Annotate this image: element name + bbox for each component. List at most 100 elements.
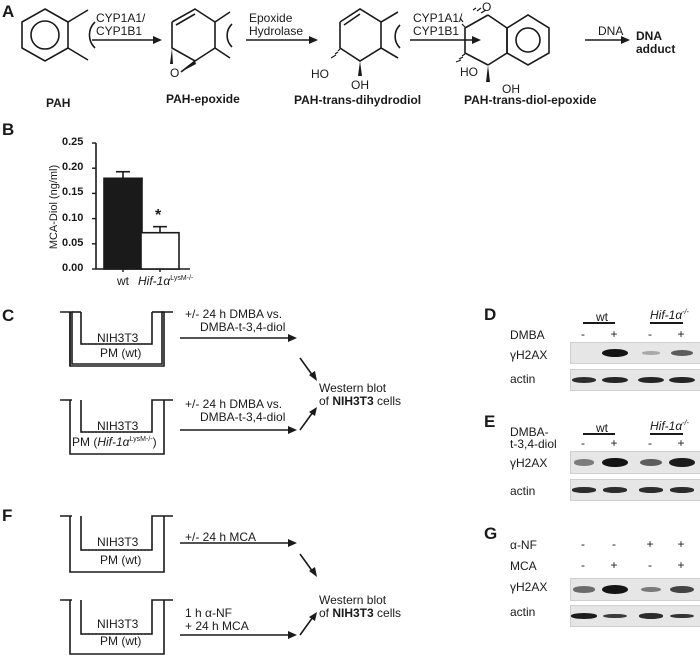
dna-adduct-line2: adduct bbox=[636, 42, 676, 56]
significance-asterisk: * bbox=[155, 206, 162, 224]
g-row-gh2ax: γH2AX bbox=[510, 580, 548, 594]
d-sign-lane-1: - bbox=[581, 327, 585, 341]
f-readout-bold: NIH3T3 bbox=[332, 606, 374, 620]
g-gh2ax-band-lane-3 bbox=[640, 586, 662, 593]
x-tick-label-sup: LysM-/- bbox=[170, 275, 194, 282]
bar-hif1 bbox=[140, 231, 180, 270]
dihydrodiol-oh: OH bbox=[351, 78, 369, 92]
f-readout-suffix: cells bbox=[373, 606, 402, 620]
d-group-ko: Hif-1α-/- bbox=[650, 308, 689, 322]
y-tick-label: 0.10 bbox=[62, 211, 84, 224]
step1-enzyme: CYP1A1/ CYP1B1 bbox=[96, 12, 145, 38]
c-well1-treat-line1: +/- 24 h DMBA vs. bbox=[185, 307, 283, 321]
f-readout: Western blot of NIH3T3 cells bbox=[319, 594, 401, 620]
f-well2-treatment: 1 h α-NF + 24 h MCA bbox=[185, 607, 249, 633]
compound-pah-trans-dihydrodiol: PAH-trans-dihydrodiol bbox=[294, 93, 422, 107]
g-row-actin: actin bbox=[510, 605, 536, 619]
c-well2-pm-prefix: PM ( bbox=[72, 435, 98, 449]
compound-pah: PAH bbox=[46, 96, 71, 110]
bar-chart bbox=[92, 142, 190, 272]
e-actin-band-lane-4 bbox=[669, 487, 695, 493]
g-anf-sign-lane-1: - bbox=[581, 537, 585, 551]
d-group-wt-bar bbox=[583, 322, 615, 324]
g-anf-sign-lane-4: + bbox=[677, 537, 685, 551]
e-actin-band-lane-1 bbox=[571, 487, 597, 493]
panel-letter-a: A bbox=[2, 2, 15, 21]
x-tick-label-text: Hif-1α bbox=[138, 274, 171, 288]
y-tick-label: 0.15 bbox=[62, 186, 84, 199]
x-tick-label: Hif-1αLysM-/- bbox=[138, 274, 193, 288]
d-actin-band-lane-2 bbox=[602, 376, 628, 384]
d-treatment-label: DMBA bbox=[510, 328, 545, 342]
g-mca-sign-lane-1: - bbox=[581, 558, 585, 572]
pah-structure bbox=[21, 7, 630, 82]
c-readout: Western blot of NIH3T3 cells bbox=[319, 382, 401, 408]
e-gh2ax-band-lane-2 bbox=[602, 457, 628, 468]
compound-pah-trans-diol-epoxide: PAH-trans-diol-epoxide bbox=[464, 93, 597, 107]
d-sign-lane-2: + bbox=[610, 327, 618, 341]
d-gel-actin bbox=[570, 369, 700, 391]
c-well1-pm-genotype: wt bbox=[125, 346, 138, 360]
f-well2-treat-line1: 1 h α-NF bbox=[185, 606, 232, 620]
c-well1-cells: NIH3T3 bbox=[97, 331, 139, 345]
g-gh2ax-band-lane-4 bbox=[670, 585, 694, 594]
y-tick-label: 0.25 bbox=[62, 136, 84, 148]
d-group-ko-bar bbox=[650, 322, 683, 324]
e-group-wt-bar bbox=[583, 433, 615, 435]
f-well1-treatment: +/- 24 h MCA bbox=[185, 530, 257, 544]
d-actin-band-lane-3 bbox=[638, 376, 664, 384]
c-well2-cells: NIH3T3 bbox=[97, 419, 139, 433]
c-well2-treatment: +/- 24 h DMBA vs. DMBA-t-3,4-diol bbox=[185, 398, 285, 424]
d-gh2ax-band-lane-4 bbox=[670, 350, 694, 356]
e-sign-lane-3: - bbox=[648, 436, 652, 450]
d-actin-band-lane-1 bbox=[571, 376, 597, 384]
g-anf-sign-lane-2: - bbox=[612, 537, 616, 551]
c-well2-treat-line1: +/- 24 h DMBA vs. bbox=[185, 397, 283, 411]
dna-adduct-line1: DNA bbox=[636, 29, 662, 43]
g-gh2ax-band-lane-1 bbox=[573, 586, 595, 593]
c-well2-pm-suffix: ) bbox=[152, 435, 157, 449]
c-readout-suffix: cells bbox=[373, 394, 402, 408]
c-well2-pm-genotype: Hif-1α bbox=[97, 435, 130, 449]
c-well1-pm-suffix: ) bbox=[137, 346, 142, 360]
step4-reactant: DNA bbox=[598, 24, 624, 38]
diolepoxide-o: O bbox=[482, 0, 492, 14]
e-gh2ax-band-lane-1 bbox=[573, 459, 595, 466]
e-group-ko-label: Hif-1α bbox=[650, 419, 683, 433]
compound-pah-epoxide: PAH-epoxide bbox=[166, 92, 240, 106]
y-tick-label: 0.00 bbox=[62, 262, 84, 274]
f-well2-treat-line2: + 24 h MCA bbox=[185, 619, 249, 633]
e-group-wt: wt bbox=[596, 421, 608, 435]
g-gh2ax-band-lane-2 bbox=[602, 585, 628, 594]
e-treatment-line2: t-3,4-diol bbox=[510, 437, 557, 451]
step1-line2: CYP1B1 bbox=[96, 24, 143, 38]
e-sign-lane-2: + bbox=[610, 436, 618, 450]
panel-letter-f: F bbox=[2, 506, 13, 525]
panel-f-diagram bbox=[60, 515, 317, 655]
c-readout-line1: Western blot bbox=[319, 381, 387, 395]
g-mca-sign-lane-2: + bbox=[610, 558, 618, 572]
step3-line1: CYP1A1/ bbox=[413, 11, 463, 25]
g-mca-sign-lane-3: - bbox=[648, 558, 652, 572]
g-treatment2-label: MCA bbox=[510, 559, 537, 573]
c-well1-pm-prefix: PM ( bbox=[100, 346, 126, 360]
c-well2-treat-line2: DMBA-t-3,4-diol bbox=[200, 410, 286, 424]
panel-letter-e: E bbox=[484, 412, 496, 431]
e-treatment-label: DMBA- t-3,4-diol bbox=[510, 426, 557, 450]
f-well2-cells: NIH3T3 bbox=[97, 617, 139, 631]
dna-adduct: DNA adduct bbox=[636, 30, 675, 56]
g-mca-sign-lane-4: + bbox=[677, 558, 685, 572]
e-gh2ax-band-lane-4 bbox=[669, 457, 695, 468]
d-row-actin: actin bbox=[510, 372, 536, 386]
d-sign-lane-3: - bbox=[648, 327, 652, 341]
d-group-ko-label: Hif-1α bbox=[650, 308, 683, 322]
y-tick-label: 0.05 bbox=[62, 236, 84, 249]
f-well1-cells: NIH3T3 bbox=[97, 535, 139, 549]
panel-c-diagram bbox=[60, 311, 317, 455]
e-sign-lane-1: - bbox=[581, 436, 585, 450]
panel-letter-c: C bbox=[2, 306, 15, 325]
panel-letter-b: B bbox=[2, 120, 15, 139]
e-row-gh2ax: γH2AX bbox=[510, 456, 548, 470]
bar-wt bbox=[103, 177, 143, 270]
c-well1-treatment: +/- 24 h DMBA vs. DMBA-t-3,4-diol bbox=[185, 308, 285, 334]
